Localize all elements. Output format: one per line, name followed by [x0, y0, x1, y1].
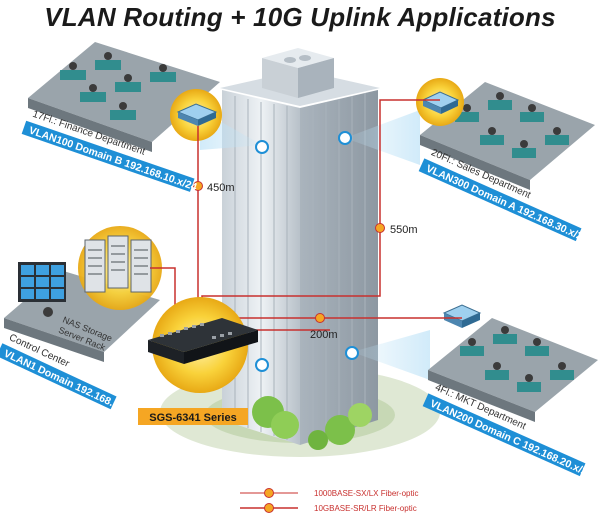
sales-switch [416, 78, 464, 126]
distance-label-450: 450m [207, 182, 235, 194]
trees [252, 396, 372, 450]
legend-item-1g: 1000BASE-SX/LX Fiber-optic [240, 488, 419, 498]
tower-port-sales [338, 131, 352, 145]
distance-marker-200 [315, 313, 325, 323]
legend: 1000BASE-SX/LX Fiber-optic 10GBASE-SR/LR… [240, 488, 419, 513]
tower-port-finance [255, 140, 269, 154]
distance-label-550: 550m [390, 224, 418, 236]
tower-port-control [255, 358, 269, 372]
distance-label-200: 200m [310, 329, 338, 341]
finance-switch [170, 89, 222, 141]
mkt-switch [442, 304, 482, 328]
legend-item-10g: 10GBASE-SR/LR Fiber-optic [240, 503, 417, 513]
office-tower [220, 48, 380, 445]
tower-port-mkt [345, 346, 359, 360]
core-switch [148, 297, 258, 393]
nas-server-rack [78, 226, 162, 310]
sales-floor [420, 82, 595, 190]
beam-mkt [352, 330, 430, 380]
legend-label-10g: 10GBASE-SR/LR Fiber-optic [314, 504, 417, 513]
mkt-floor [428, 318, 598, 422]
distance-marker-550 [375, 223, 385, 233]
beam-sales [345, 110, 420, 165]
switch-series-badge: SGS-6341 Series [138, 408, 248, 425]
page-title: VLAN Routing + 10G Uplink Applications [44, 2, 556, 32]
switch-series-label: SGS-6341 Series [149, 412, 236, 424]
legend-label-1g: 1000BASE-SX/LX Fiber-optic [314, 489, 419, 498]
distance-marker-450 [193, 181, 203, 191]
